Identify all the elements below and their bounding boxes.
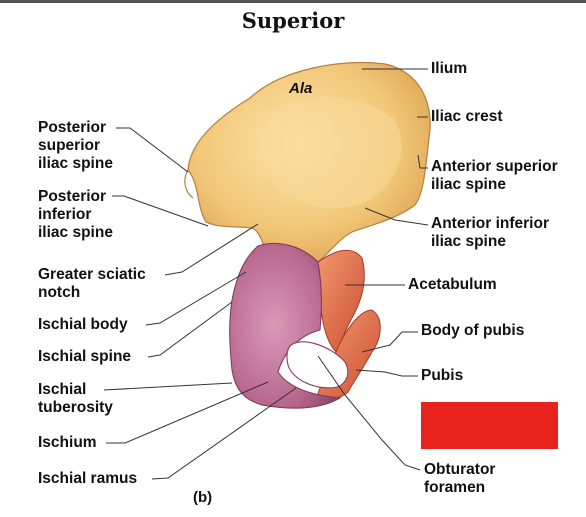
ischium-region bbox=[229, 242, 342, 409]
label-anterior-inferior-iliac-spine: Anterior inferior iliac spine bbox=[431, 215, 549, 250]
label-ilium: Ilium bbox=[431, 60, 468, 77]
ala-label: Ala bbox=[289, 80, 313, 97]
redaction-box bbox=[421, 402, 558, 449]
figure-title: Superior bbox=[241, 8, 345, 33]
label-posterior-inferior-iliac-spine: Posterior inferior iliac spine bbox=[38, 188, 113, 241]
label-obturator-foramen: Obturator foramen bbox=[424, 461, 496, 496]
label-iliac-crest: Iliac crest bbox=[431, 108, 503, 125]
leader-lines bbox=[103, 68, 429, 480]
label-body-of-pubis: Body of pubis bbox=[421, 322, 525, 339]
label-posterior-superior-iliac-spine: Posterior superior iliac spine bbox=[38, 119, 113, 172]
top-border bbox=[0, 0, 586, 3]
label-ischial-body: Ischial body bbox=[38, 316, 128, 333]
label-greater-sciatic-notch: Greater sciatic notch bbox=[38, 266, 146, 301]
label-ischial-ramus: Ischial ramus bbox=[38, 470, 138, 487]
label-pubis: Pubis bbox=[421, 367, 464, 384]
label-acetabulum: Acetabulum bbox=[408, 276, 497, 293]
label-ischium: Ischium bbox=[38, 434, 97, 451]
label-ischial-spine: Ischial spine bbox=[38, 348, 132, 365]
label-ischial-tuberosity: Ischial tuberosity bbox=[38, 381, 113, 416]
label-anterior-superior-iliac-spine: Anterior superior iliac spine bbox=[431, 158, 558, 193]
panel-label: (b) bbox=[193, 489, 213, 506]
